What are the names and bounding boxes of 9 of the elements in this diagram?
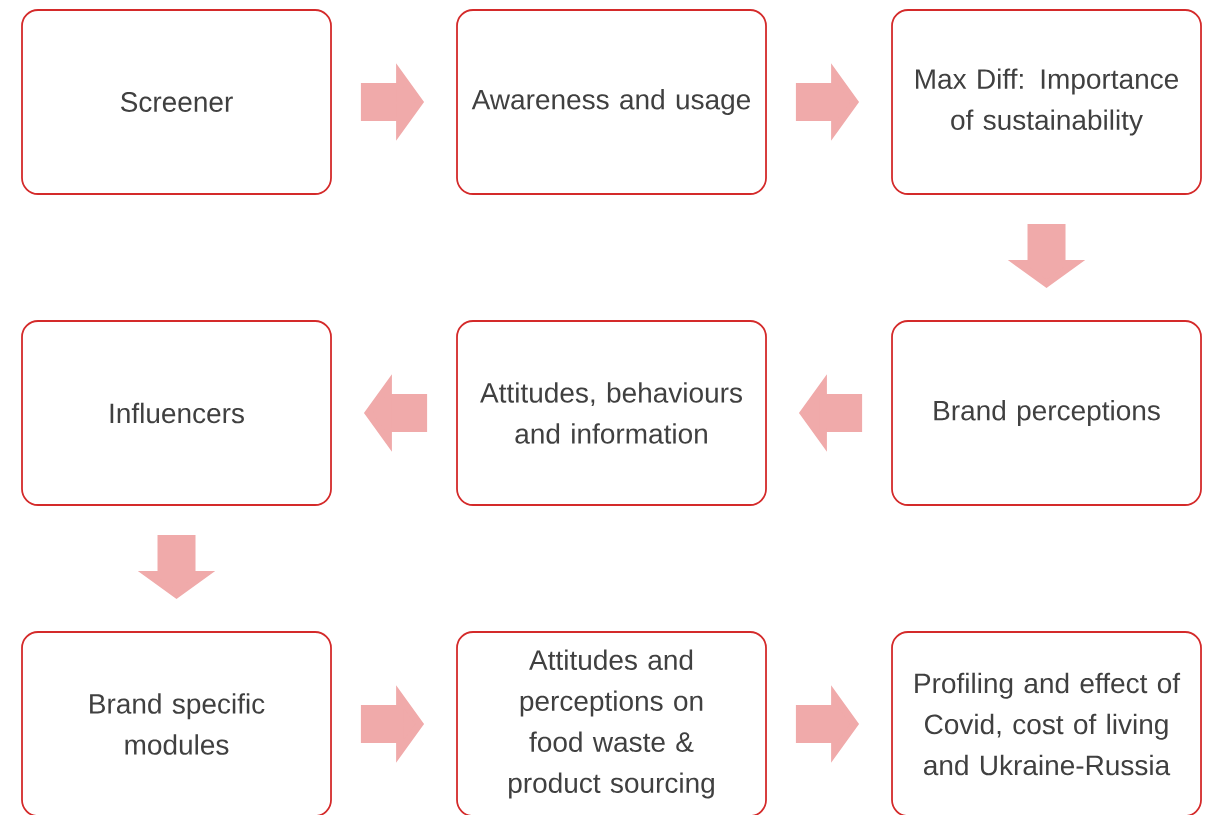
process-box: Awareness and usage <box>456 9 767 195</box>
process-box: Brand perceptions <box>891 320 1202 506</box>
process-box: Screener <box>21 9 332 195</box>
process-box: Profiling and effect of Covid, cost of living and Ukraine-Russia <box>891 631 1202 815</box>
process-box: Brand specific modules <box>21 631 332 815</box>
process-box: Attitudes, behaviours and information <box>456 320 767 506</box>
process-box: Attitudes and perceptions on food waste & product sourcing <box>456 631 767 815</box>
process-box: Max Diff: Importance of sustainability <box>891 9 1202 195</box>
process-box: Influencers <box>21 320 332 506</box>
